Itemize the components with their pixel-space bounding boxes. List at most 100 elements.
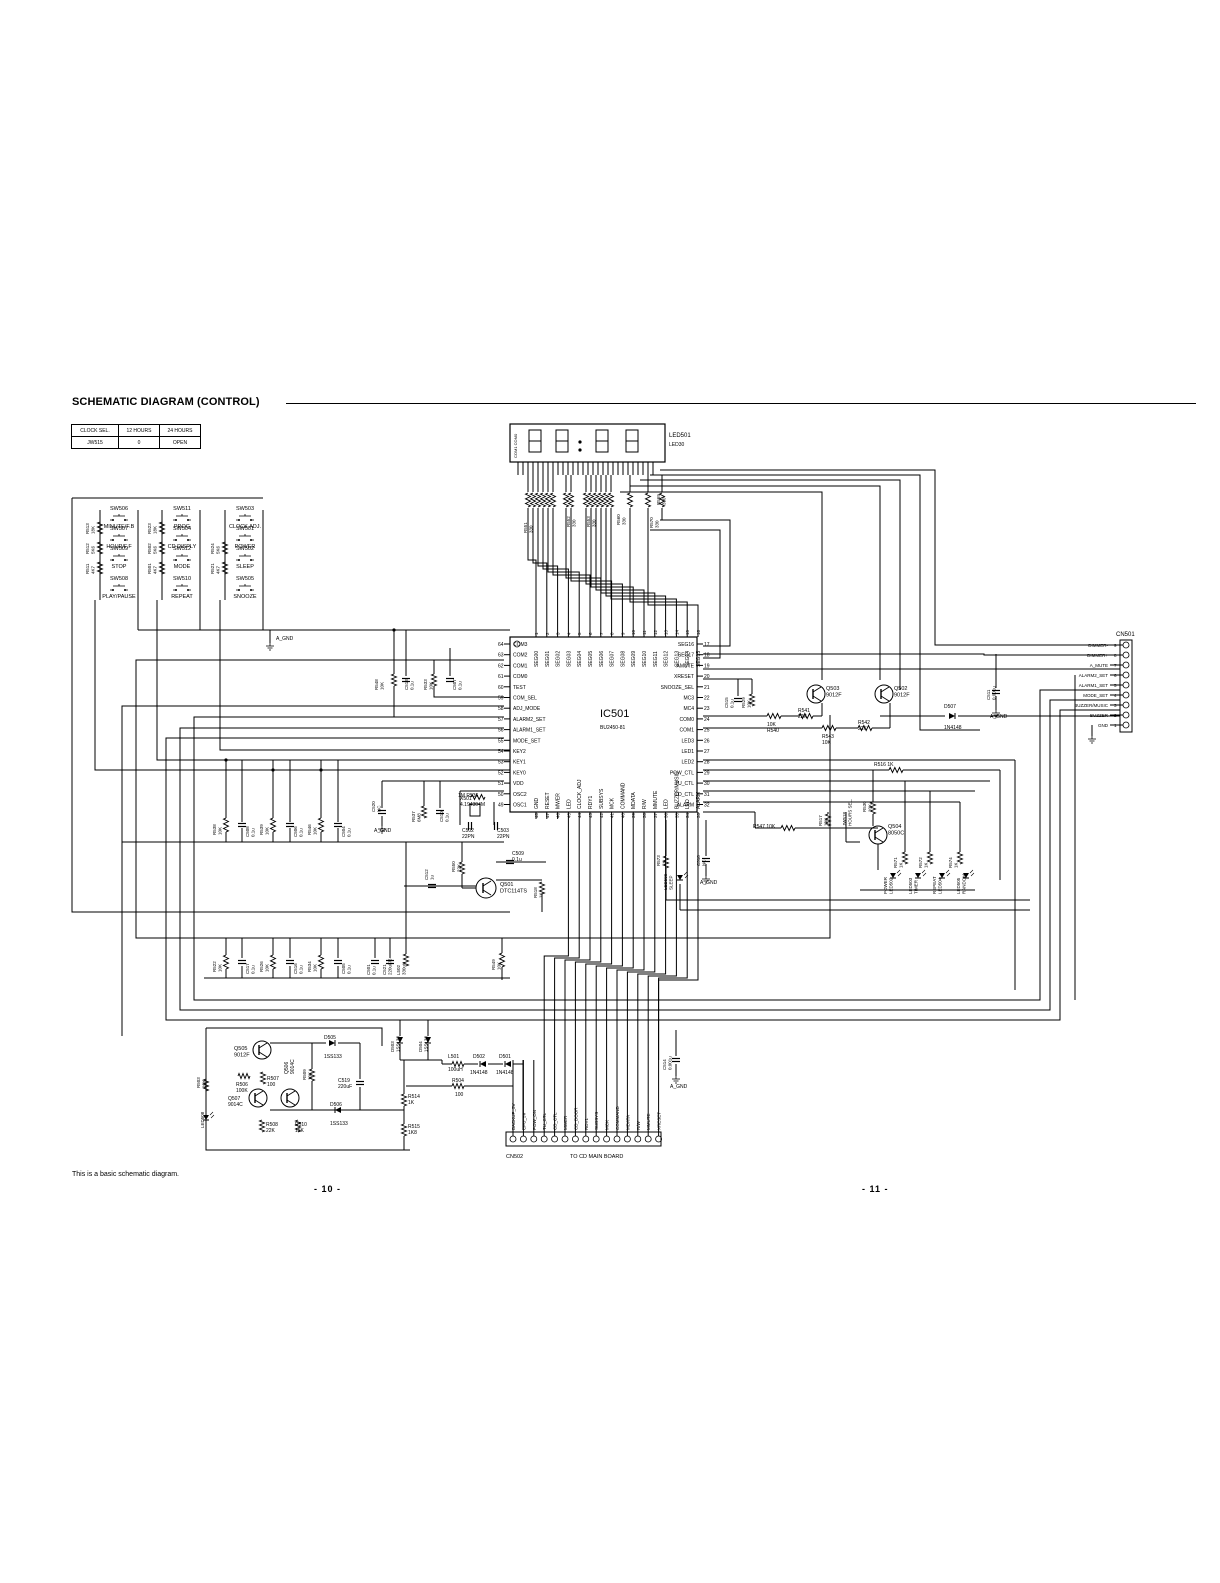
ic-pin-label: MODE_SET [513,738,541,744]
switch-symbol [236,534,254,541]
transistor-label: Q502 [894,686,907,692]
parts [96,423,1133,1147]
wire [585,520,623,630]
switch-symbol [175,519,177,521]
ic-pin-number: 30 [704,781,710,787]
capacitor-label: C509 [512,851,524,857]
transistor-label: 9014C [290,1059,296,1074]
capacitor-label: C511 [986,689,991,700]
diode-label: 1SS133 [424,1035,429,1052]
resistor-symbol [258,1119,266,1133]
connector-pin-number: 6 [1114,673,1117,678]
diode-symbol [425,1037,431,1043]
ic-pin-label: COMMAND [620,782,626,809]
resistor-label: R517 [818,815,823,826]
ic-pin-number: 11 [642,630,647,635]
capacitor-label: 0.1u [251,965,256,974]
ic-pin-number: 64 [498,642,504,648]
capacitor-label: NC [702,859,707,866]
resistor-label: R553 [586,516,591,527]
transistor-symbol [880,686,890,693]
connector-pin-number: 1 [1114,723,1117,728]
wire [590,520,634,630]
led-symbol [209,1111,215,1119]
ic-pin-number: 16 [696,629,701,635]
wire [121,705,504,1036]
diode-label: 1SS133 [324,1054,342,1060]
resistor-symbol [402,953,410,967]
footnote: This is a basic schematic diagram. [72,1171,179,1178]
transistor-symbol [874,836,884,843]
connector-pin-label: SUBSYS [594,1112,599,1130]
resistor-label: 22K [457,864,462,872]
capacitor-label: NC [377,805,382,812]
table-row: JW515 0 OPEN [71,436,201,449]
switch-label: HOUR/F.F [106,544,132,550]
resistor-label: R511 [85,563,90,574]
switch-symbol [238,539,240,541]
ic-pin-number: 10 [631,629,636,635]
ic-pin-label: ALARM [696,792,702,809]
connector-pin [624,1135,631,1143]
ic-pin-label: LED [566,799,572,809]
resistor-symbol [544,492,552,508]
resistor-symbol [901,851,909,865]
resistor-symbol [626,492,634,508]
wire [600,520,656,630]
ic-pin-label: SEG08 [620,651,626,667]
jumper-label: HOURS SEL. [848,799,853,826]
wire [703,653,1120,656]
switch-symbol [187,559,189,561]
ic-pin-label: POW_CTL [670,770,694,776]
resistor-label: R524 [210,543,215,554]
connector-pin-number: 3 [1114,703,1117,708]
diode-label: D503 [390,1041,395,1052]
resistor-label: 10K [497,962,502,970]
transistor-label: DTC114TS [500,889,527,895]
capacitor-label: C504 [341,826,346,837]
ic501-pin1-mark [513,640,521,648]
switch-symbol [250,539,252,541]
ic-pin-number: 50 [498,792,504,798]
wire [219,600,510,751]
wire [595,520,645,630]
ic-pin-number: 3 [556,632,561,635]
ic-pin-label: MWER [556,793,562,809]
transistor-symbol [874,684,894,704]
capacitor-label: 220uF [338,1084,352,1090]
table-row: CLOCK SEL. 12 HOURS 24 HOURS [71,424,201,437]
ic-pin-label: SUBSYS [599,788,605,809]
switch-symbol [112,589,114,591]
ic-pin-number: 61 [498,674,504,680]
resistor-label: 10K [218,964,223,972]
capacitor-label: C506 [293,826,298,837]
ic-pin-number: 24 [704,717,710,723]
resistor-label: 330 [662,497,667,505]
resistor-label: R571 [893,857,898,868]
connector-caption: TO CD MAIN BOARD [570,1154,623,1160]
connector-pin-label: BUZZER [1090,713,1109,718]
led-label: RANDOM [962,874,967,894]
switch-ref: SW505 [236,576,254,582]
switch-symbol [124,559,126,561]
ic-pin-number: 22 [704,696,710,702]
resistor-label: 10K [265,827,270,835]
resistor-symbol [420,805,428,819]
switch-symbol [236,584,254,591]
transistor-symbol [258,1042,268,1049]
ic-pin-number: 2 [545,632,550,635]
resistor-label: 330 [572,519,577,527]
resistor-symbol [662,855,670,869]
transistor-symbol [812,695,822,702]
switch-symbol [112,539,114,541]
led-symbol [677,875,683,880]
ic-pin-label: SEG00 [534,651,540,667]
junction-dot [392,628,396,632]
resistor-label: 100 [267,1082,276,1088]
resistor-symbol [458,861,466,875]
transistor-symbol [482,880,492,887]
resistor-label: 18K [153,526,158,534]
resistor-label: 330 [622,517,627,525]
resistor-label: R569 [656,494,661,505]
resistor-label: 18K [91,526,96,534]
